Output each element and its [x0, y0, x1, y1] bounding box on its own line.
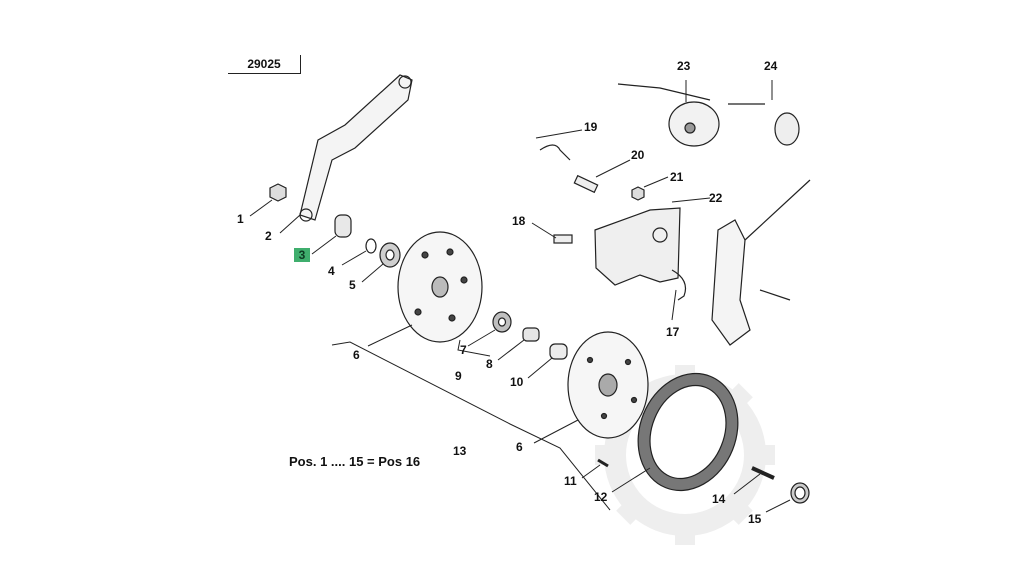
bushing-part: [334, 214, 352, 238]
label-15[interactable]: 15: [748, 512, 762, 526]
label-8[interactable]: 8: [486, 357, 493, 371]
label-9[interactable]: 9: [455, 369, 462, 383]
reference-number: 29025: [247, 57, 281, 71]
bushing-10-part: [549, 343, 568, 360]
label-22[interactable]: 22: [709, 191, 723, 205]
label-11[interactable]: 11: [564, 474, 577, 488]
bracket-part: [594, 207, 681, 286]
label-4[interactable]: 4: [328, 264, 335, 278]
label-24[interactable]: 24: [764, 59, 778, 73]
position-note: Pos. 1 .... 15 = Pos 16: [289, 454, 421, 469]
pin-part: [573, 174, 599, 194]
highlighted-part-number[interactable]: 3: [294, 248, 310, 262]
spacer-part: [522, 327, 540, 342]
label-5[interactable]: 5: [349, 278, 356, 292]
frame-part: [711, 219, 751, 346]
nut-part: [269, 183, 287, 202]
gauge-wheel-part: [668, 101, 720, 147]
label-19[interactable]: 19: [584, 120, 598, 134]
arm-part: [299, 74, 413, 221]
label-17[interactable]: 17: [666, 325, 680, 339]
label-6-lower[interactable]: 6: [516, 440, 523, 454]
bolt-14-part: [751, 466, 775, 480]
reference-number-box: 29025: [228, 55, 301, 74]
label-21[interactable]: 21: [670, 170, 684, 184]
small-wheel-part: [774, 112, 800, 146]
ring-part: [365, 238, 377, 254]
label-20[interactable]: 20: [631, 148, 645, 162]
clip-pin-part: [539, 144, 571, 161]
label-10[interactable]: 10: [510, 375, 524, 389]
label-6-upper[interactable]: 6: [353, 348, 360, 362]
label-1[interactable]: 1: [237, 212, 244, 226]
bolt-part: [597, 458, 609, 468]
label-7[interactable]: 7: [460, 343, 467, 357]
label-13[interactable]: 13: [453, 444, 467, 458]
label-18[interactable]: 18: [512, 214, 526, 228]
label-12[interactable]: 12: [594, 490, 608, 504]
label-2[interactable]: 2: [265, 229, 272, 243]
bolt-18-part: [553, 234, 573, 244]
label-14[interactable]: 14: [712, 492, 726, 506]
label-23[interactable]: 23: [677, 59, 691, 73]
